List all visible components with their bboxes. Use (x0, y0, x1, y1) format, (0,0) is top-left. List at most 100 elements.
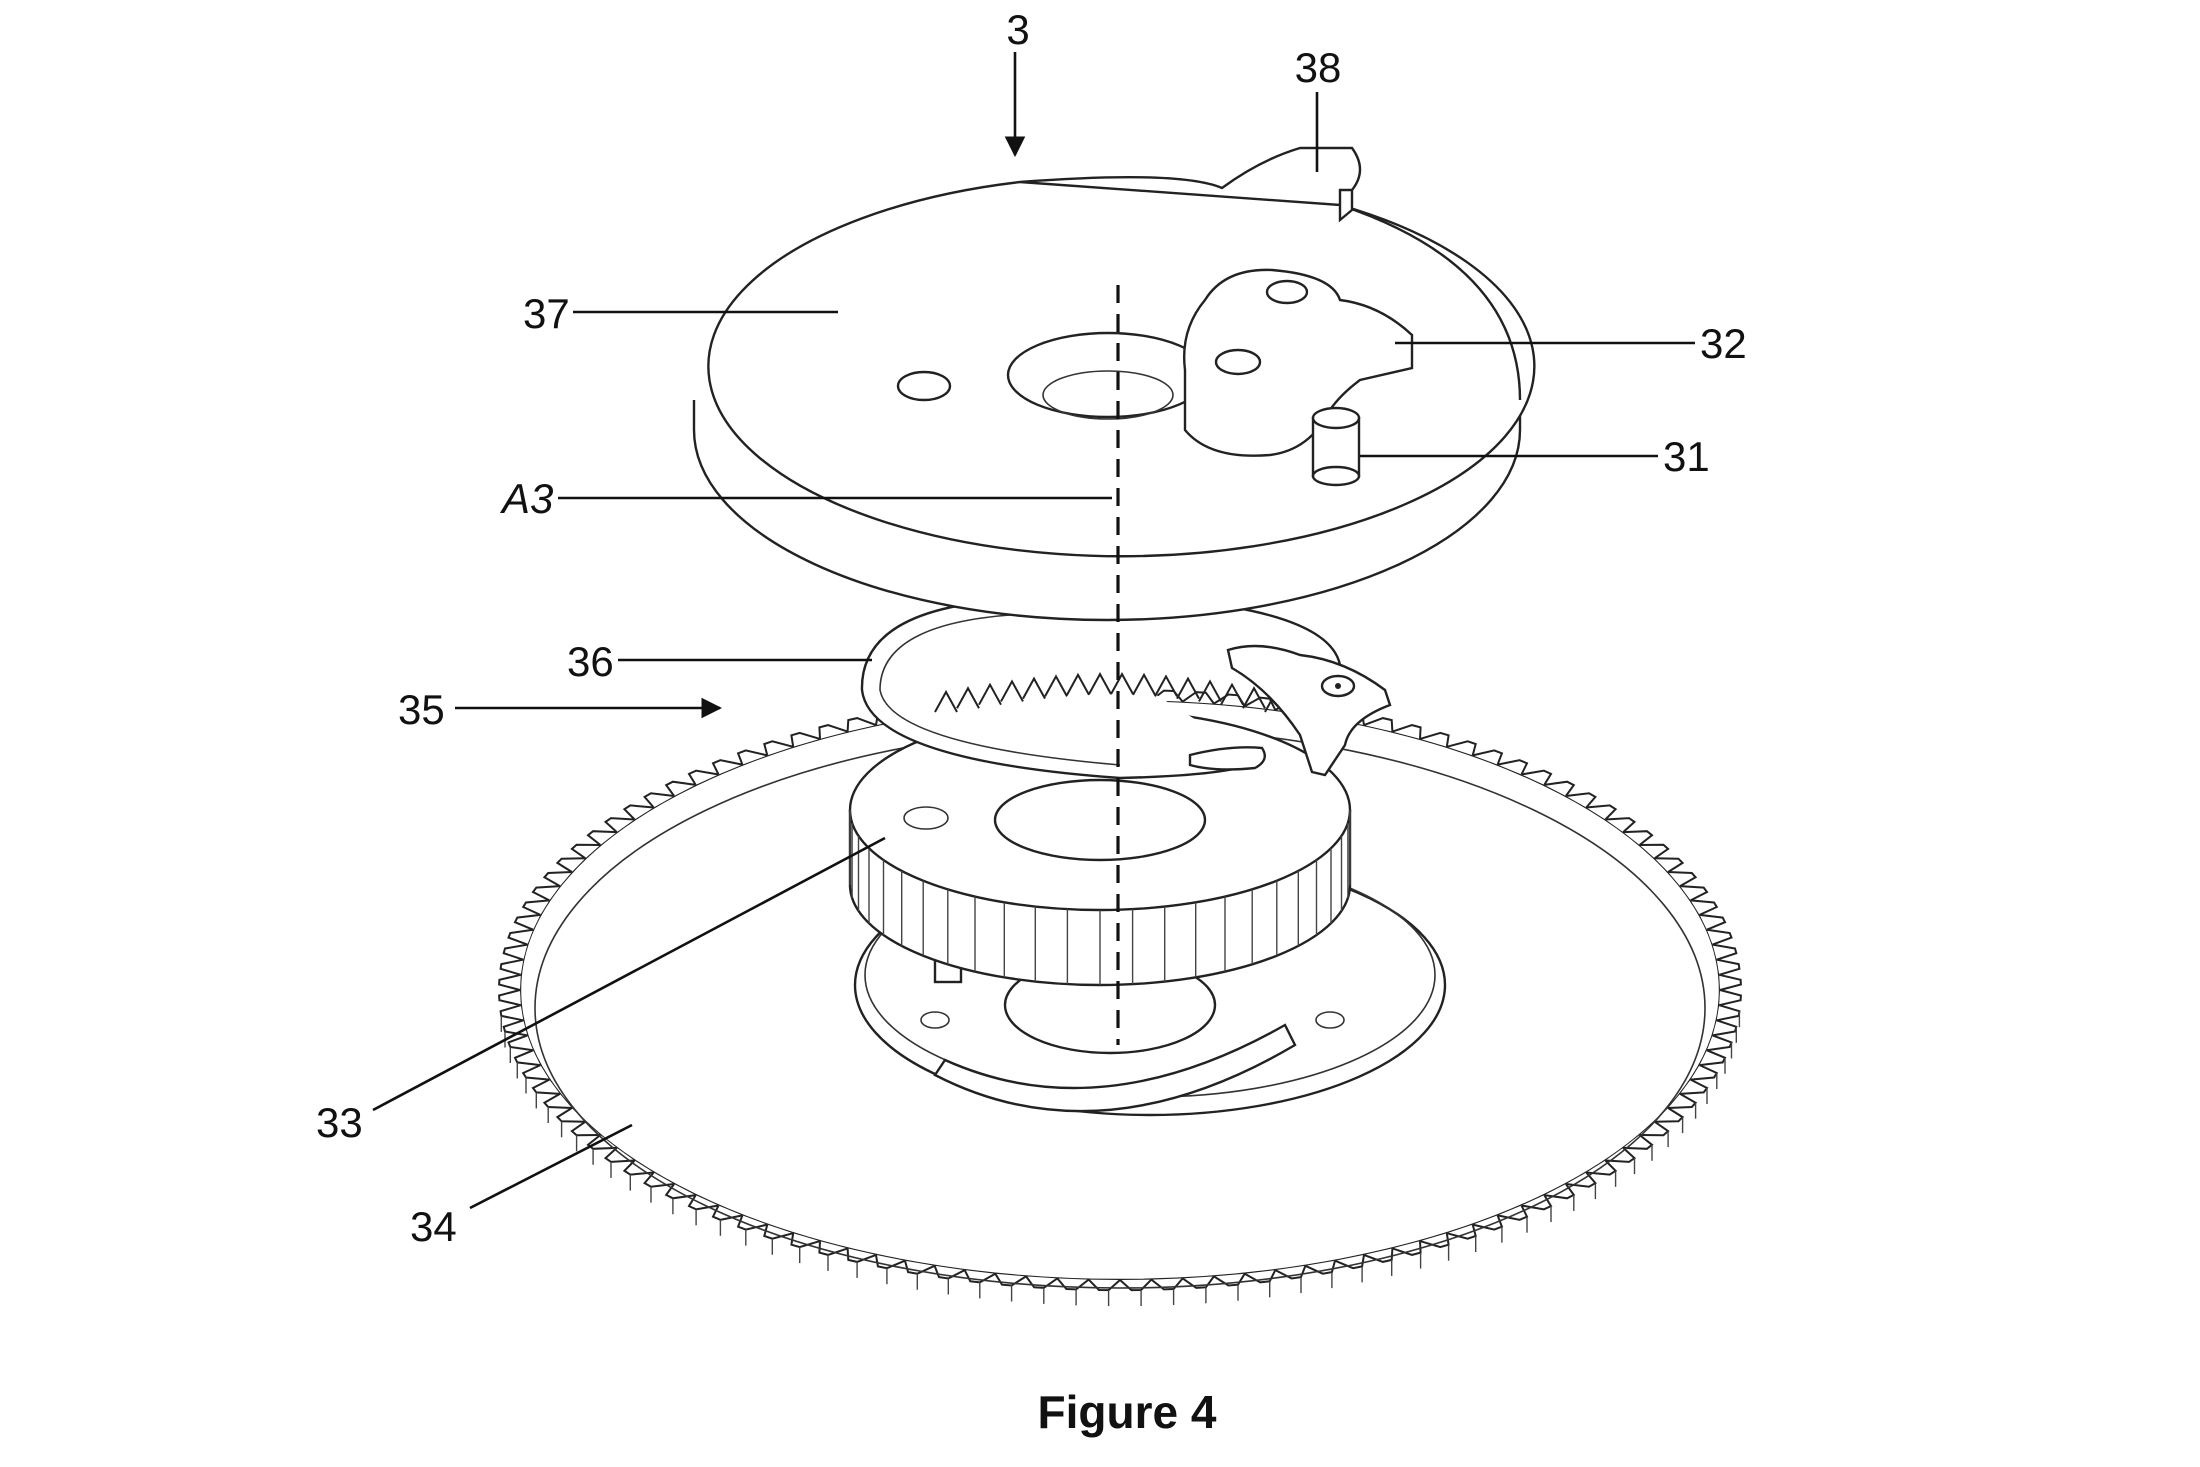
wheel-tooth (1668, 1093, 1698, 1109)
spring-ring-36 (860, 598, 1392, 780)
inner-tooth (1022, 676, 1046, 700)
wheel-tooth (555, 1107, 586, 1123)
wheel-tooth (1419, 1233, 1450, 1249)
wheel-tooth (1690, 899, 1719, 916)
leader-34 (469, 1123, 633, 1210)
label-33: 33 (316, 1099, 363, 1146)
wheel-tooth (818, 724, 848, 739)
label-38: 38 (1295, 44, 1342, 91)
lever-32 (1183, 268, 1414, 457)
wheel-tooth (498, 989, 522, 1007)
inner-tooth (1000, 679, 1024, 702)
inner-tooth (1044, 674, 1068, 697)
wheel-tooth (1363, 1248, 1394, 1263)
wheel-tooth (1712, 943, 1738, 961)
wheel-tooth (531, 1078, 560, 1095)
wheel-tooth (513, 1049, 541, 1067)
wheel-tooth (1521, 1194, 1553, 1211)
label-34: 34 (410, 1203, 457, 1250)
wheel-tooth (664, 1183, 696, 1200)
ring-ribs (849, 810, 1351, 985)
wheel-tooth (603, 817, 635, 833)
wheel-tooth (711, 759, 743, 775)
wheel-tooth (1544, 1183, 1576, 1200)
wheel-tooth (498, 973, 522, 991)
wheel-tooth (1639, 1120, 1670, 1137)
wheel-tooth (513, 913, 541, 931)
wheel-tooth (1392, 724, 1422, 739)
wheel-tooth (570, 843, 601, 860)
figure-caption: Figure 4 (1038, 1386, 1217, 1438)
wheel-tooth (1586, 804, 1618, 821)
wheel-tooth (570, 1120, 601, 1137)
label-35: 35 (398, 686, 445, 733)
wheel-tooth (790, 731, 821, 747)
wheel-tooth (1712, 1019, 1738, 1037)
wheel-tooth (542, 871, 572, 887)
label-31: 31 (1663, 433, 1710, 480)
wheel-tooth (555, 857, 586, 873)
wheel-tooth (499, 1004, 524, 1022)
wheel-tooth (1718, 973, 1742, 991)
wheel-tooth (763, 740, 794, 756)
wheel-tooth (1446, 740, 1477, 756)
wheel-tooth (846, 717, 877, 732)
wheel-tooth (643, 792, 675, 809)
inner-tooth (1088, 672, 1112, 695)
wheel-tooth (1706, 1034, 1733, 1052)
leader-33 (372, 836, 886, 1112)
inner-tooth (1220, 682, 1244, 706)
wheel-tooth (1699, 1049, 1727, 1067)
wheel-tooth (531, 885, 560, 902)
label-37: 37 (523, 290, 570, 337)
wheel-tooth (1718, 989, 1742, 1007)
wheel-tooth (790, 1233, 821, 1249)
top-plate-37 (692, 146, 1536, 622)
wheel-tooth (586, 830, 617, 846)
wheel-tooth (499, 958, 524, 976)
wheel-tooth (1565, 792, 1597, 809)
wheel-tooth (1419, 731, 1450, 747)
label-36: 36 (567, 638, 614, 685)
inner-tooth (1198, 679, 1222, 702)
wheel-tooth (846, 1248, 877, 1263)
wheel-tooth (687, 1194, 719, 1211)
label-3: 3 (1006, 6, 1029, 53)
inner-tooth (1176, 676, 1200, 700)
wheel-tooth (1472, 749, 1504, 765)
inner-tooth (1132, 672, 1156, 696)
wheel-tooth (818, 1241, 848, 1256)
wheel-tooth (1706, 928, 1733, 946)
wheel-tooth (1680, 1078, 1709, 1095)
wheel-tooth (521, 1064, 550, 1081)
wheel-tooth (1716, 1004, 1741, 1022)
wheel-tooth (1363, 717, 1394, 732)
wheel-tooth (507, 928, 534, 946)
wheel-tooth (622, 804, 654, 821)
inner-tooth (934, 689, 958, 713)
wheel-tooth (1716, 958, 1741, 976)
wheel-tooth (687, 769, 719, 786)
inner-tooth (956, 686, 980, 709)
inner-tooth (1110, 672, 1134, 695)
label-a3: A3 (499, 475, 553, 522)
inner-teeth (934, 672, 1288, 713)
wheel-tooth (1334, 1254, 1365, 1270)
wheel-tooth (1668, 871, 1698, 887)
wheel-tooth (1544, 780, 1576, 797)
wheel-tooth (1392, 1241, 1422, 1256)
wheel-tooth (1699, 913, 1727, 931)
wheel-tooth (1521, 769, 1553, 786)
label-32: 32 (1700, 320, 1747, 367)
wheel-tooth (1639, 843, 1670, 860)
wheel-tooth (542, 1093, 572, 1109)
inner-tooth (978, 682, 1002, 706)
wheel-tooth (507, 1034, 534, 1052)
pin-31 (1311, 406, 1361, 487)
wheel-tooth (1654, 1107, 1685, 1123)
inner-tooth (1066, 672, 1090, 696)
wheel-tooth (664, 780, 696, 797)
wheel-tooth (502, 943, 528, 961)
inner-tooth (1154, 674, 1178, 697)
